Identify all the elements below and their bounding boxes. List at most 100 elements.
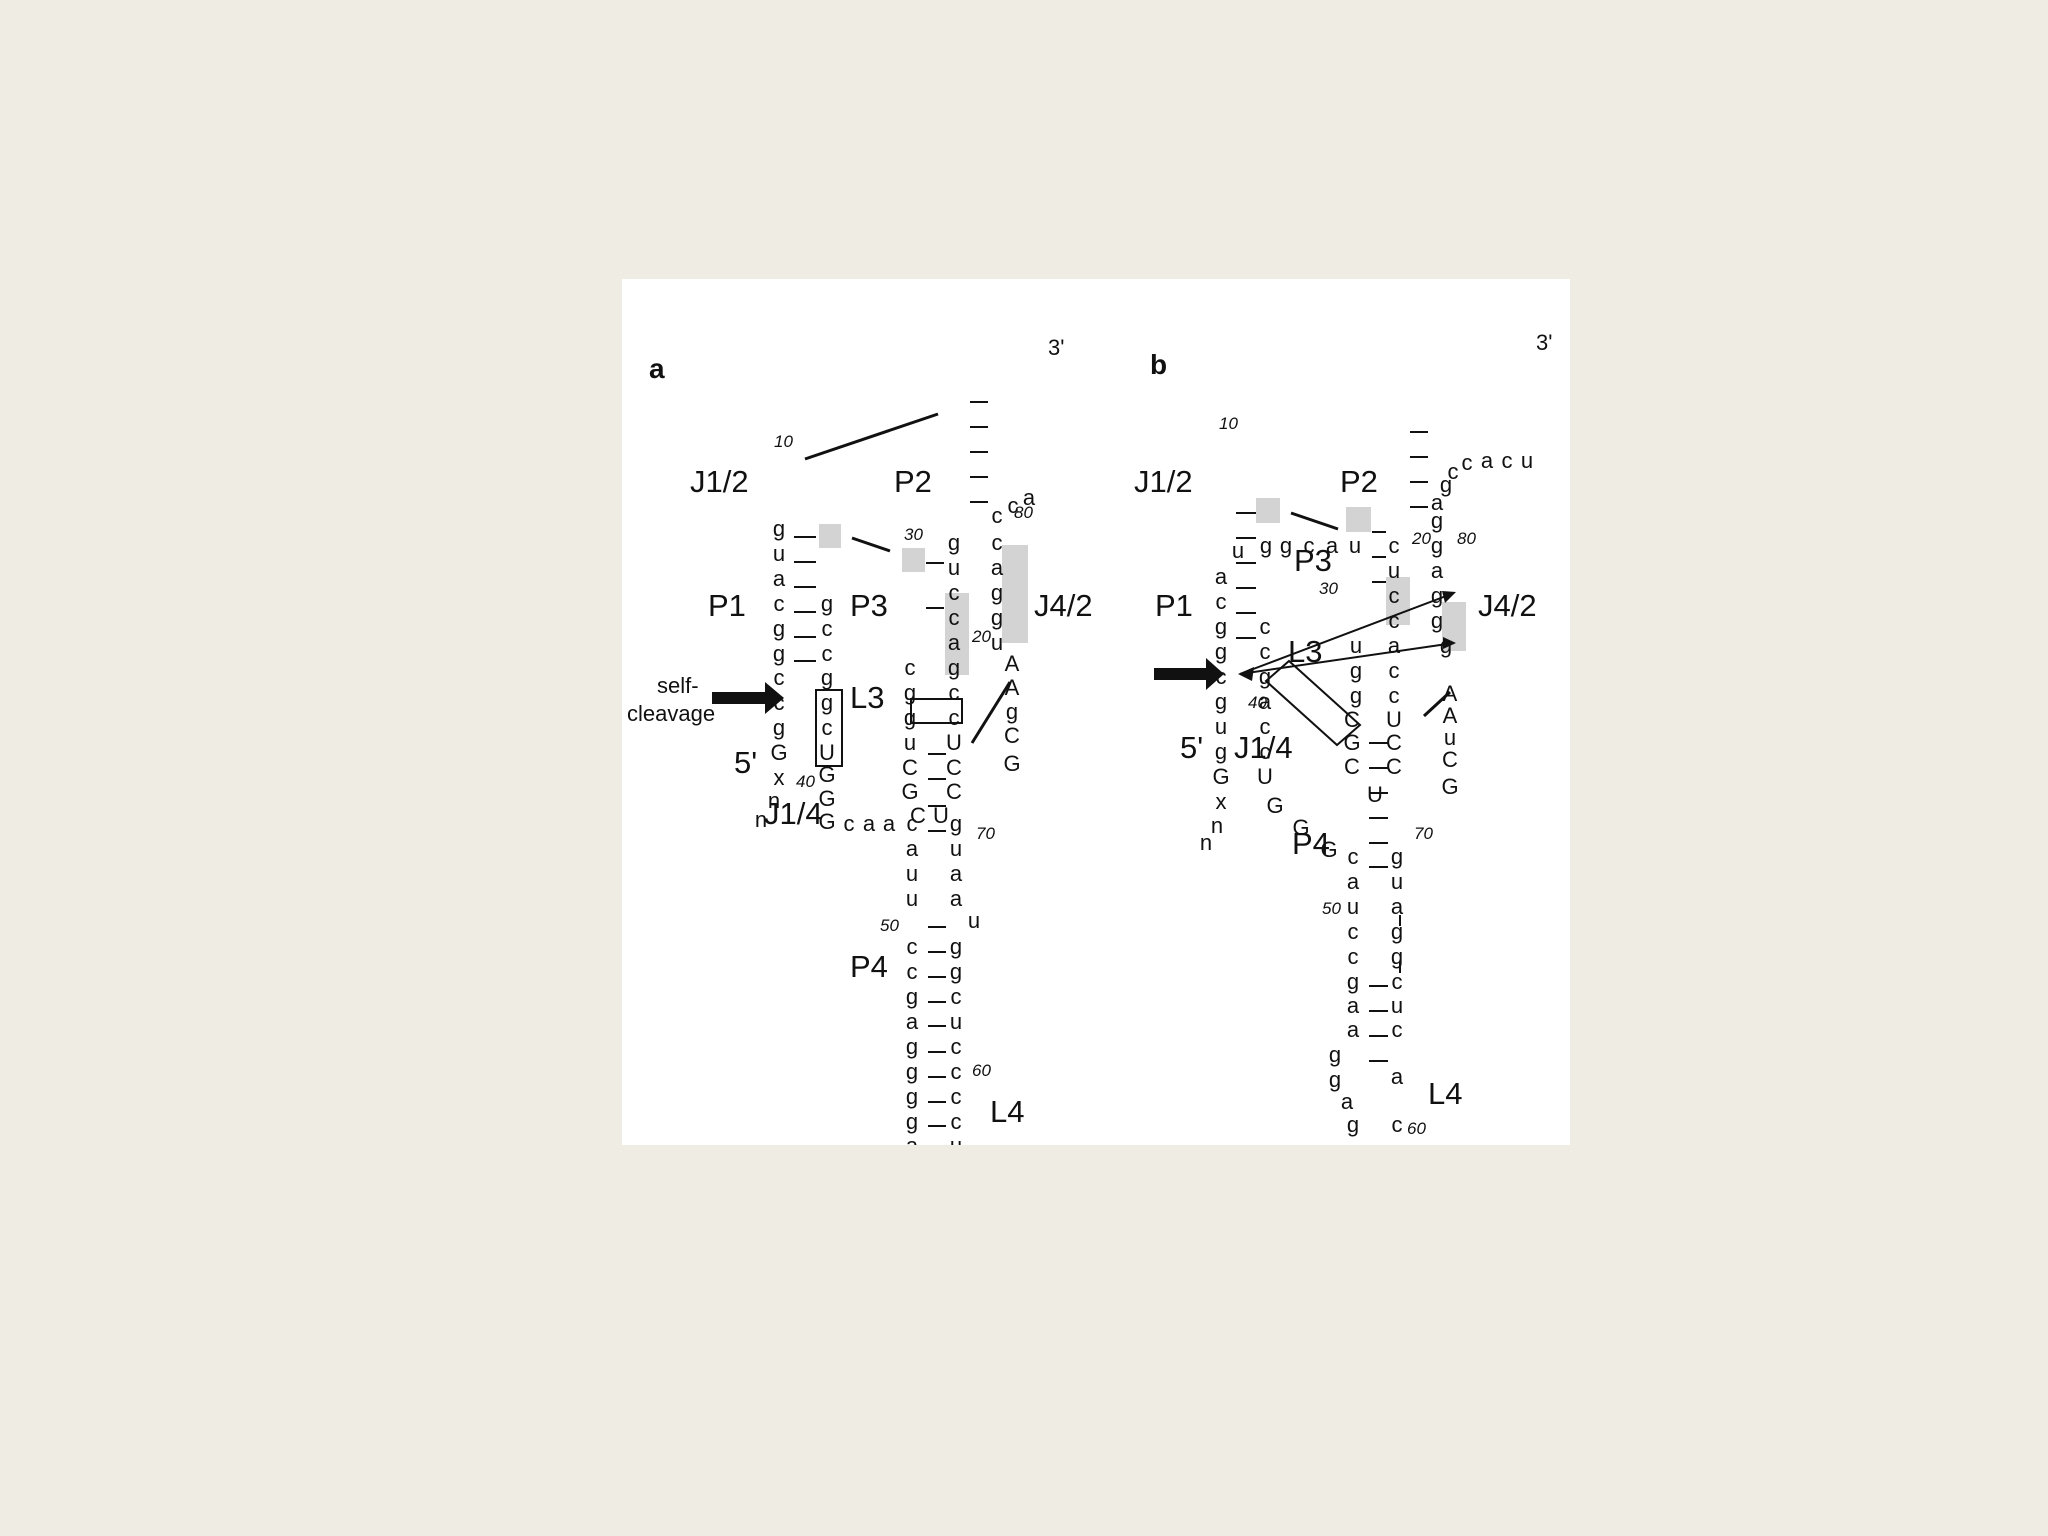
nucleotide: c — [1260, 714, 1271, 739]
nucleotide: c — [949, 680, 960, 705]
nucleotide: n — [1200, 830, 1212, 855]
nucleotide: C — [1344, 707, 1360, 732]
nucleotide: c — [1389, 658, 1400, 683]
number-a-80: 80 — [1014, 503, 1033, 522]
nucleotide: g — [1431, 533, 1443, 558]
nucleotide: c — [1260, 739, 1271, 764]
nucleotide: u — [1391, 993, 1403, 1018]
label-b-j12: J1/2 — [1134, 464, 1193, 499]
label-a-3prime: 3' — [1048, 335, 1064, 360]
connector-b-j42 — [1422, 690, 1452, 718]
nucleotide: G — [1003, 751, 1020, 776]
number-a-50: 50 — [880, 916, 899, 935]
nucleotide: U — [1257, 764, 1273, 789]
nucleotide: a — [863, 811, 876, 836]
nucleotide: a — [1023, 485, 1036, 510]
panel-a-letter: a — [649, 353, 665, 384]
nucleotide: c — [907, 811, 918, 836]
number-a-20: 20 — [971, 627, 991, 646]
nucleotide: c — [1304, 533, 1315, 558]
bonds-a — [794, 401, 988, 1127]
arrowhead-b-lower — [1443, 637, 1456, 649]
nucleotide: c — [774, 690, 785, 715]
nucleotide: c — [1392, 969, 1403, 994]
nucleotide: u — [950, 836, 962, 861]
nucleotide: u — [950, 1009, 962, 1034]
nucleotide: g — [821, 665, 833, 690]
label-a-l3: L3 — [850, 680, 884, 715]
nucleotide: x — [774, 765, 785, 790]
nucleotide: u — [948, 555, 960, 580]
nucleotide: g — [904, 705, 916, 730]
highlight-a-p1-g — [819, 524, 841, 548]
nucleotide: a — [1347, 993, 1360, 1018]
nucleotide: g — [1391, 944, 1403, 969]
nucleotide: a — [950, 886, 963, 911]
nucleotide: a — [773, 566, 786, 591]
nucleotide: c — [1348, 944, 1359, 969]
nucleotide: a — [1431, 558, 1444, 583]
arrow-a-self-cleavage — [712, 682, 784, 714]
nucleotide: c — [1389, 683, 1400, 708]
label-b-l4: L4 — [1428, 1076, 1462, 1111]
label-a-j14: J1/4 — [764, 796, 823, 831]
nucleotide: a — [883, 811, 896, 836]
nucleotide: g — [904, 680, 916, 705]
connector-a-j42 — [970, 681, 1012, 744]
label-a-self: self- — [657, 673, 699, 698]
nucleotide: a — [1391, 894, 1404, 919]
box-a-j14-ggg — [815, 689, 843, 767]
nucleotide: u — [1347, 894, 1359, 919]
nucleotide: c — [905, 655, 916, 680]
nucleotide: g — [1350, 658, 1362, 683]
number-b-40: 40 — [1248, 693, 1267, 712]
nucleotide: g — [950, 959, 962, 984]
nucleotide: G — [818, 809, 835, 834]
nucleotide: g — [1259, 664, 1271, 689]
nucleotide: G — [901, 779, 918, 804]
highlight-a-j42 — [1002, 545, 1028, 643]
nucleotide: a — [948, 630, 961, 655]
nucleotide: u — [991, 630, 1003, 655]
number-b-20: 20 — [1411, 529, 1431, 548]
number-b-30: 30 — [1319, 579, 1338, 598]
nucleotide: g — [991, 605, 1003, 630]
nucleotide: n — [768, 788, 780, 813]
nucleotide: C — [1386, 754, 1402, 779]
nucleotide: c — [822, 641, 833, 666]
number-b-70: 70 — [1414, 824, 1433, 843]
nucleotide: a — [1347, 1017, 1360, 1042]
label-b-p2: P2 — [1340, 464, 1378, 499]
nucleotide: n — [755, 807, 767, 832]
number-a-60: 60 — [972, 1061, 991, 1080]
nucleotide: u — [968, 908, 980, 933]
nucleotide: G — [1266, 793, 1283, 818]
nucleotide: c — [951, 1034, 962, 1059]
nucleotide: g — [1391, 919, 1403, 944]
nucleotide: u — [906, 886, 918, 911]
nucleotide: C — [1004, 723, 1020, 748]
nucleotide: A — [1005, 651, 1020, 676]
nucleotide: u — [950, 1133, 962, 1145]
nucleotide: a — [1341, 1089, 1354, 1114]
number-b-50: 50 — [1322, 899, 1341, 918]
nucleotide: c — [1008, 493, 1019, 518]
nucleotide: U — [1367, 782, 1383, 807]
nucleotide: c — [774, 665, 785, 690]
highlight-a-p3-c — [902, 548, 925, 572]
nucleotide: c — [822, 715, 833, 740]
nucleotide: a — [1215, 564, 1228, 589]
nucleotide: u — [906, 861, 918, 886]
bonds-b — [1236, 431, 1428, 1062]
nucleotide: c — [951, 1084, 962, 1109]
nucleotide: u — [1444, 725, 1456, 750]
nucleotide: u — [904, 730, 916, 755]
label-b-j14: J1/4 — [1234, 730, 1293, 765]
nucleotide: C — [1442, 747, 1458, 772]
label-b-5prime: 5' — [1180, 730, 1203, 765]
label-b-p1: P1 — [1155, 588, 1193, 623]
nucleotide: A — [1443, 681, 1458, 706]
number-b-80: 80 — [1457, 529, 1476, 548]
